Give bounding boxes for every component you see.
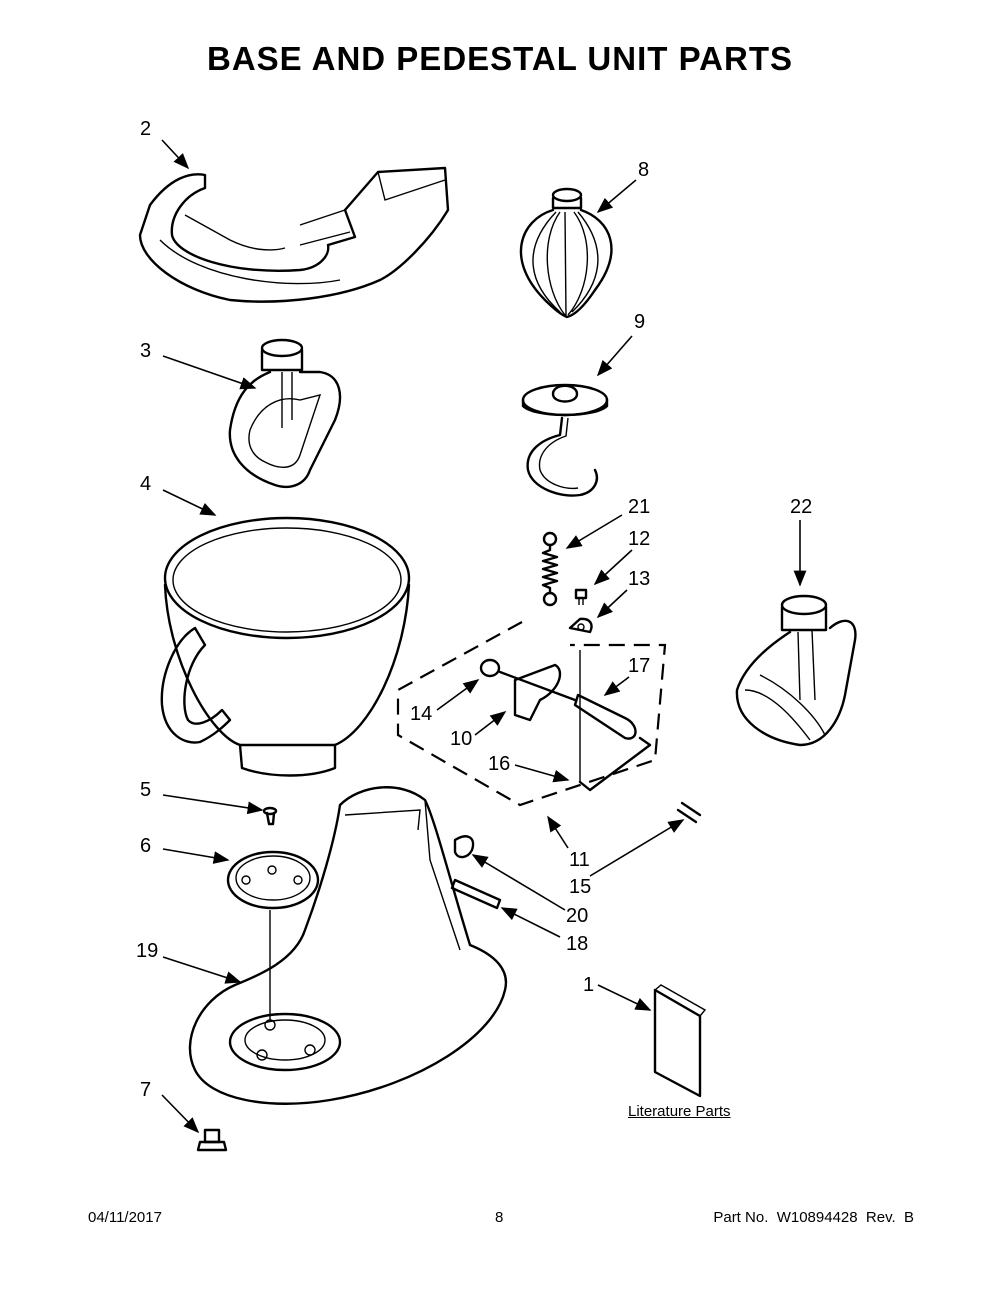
flat-beater-part[interactable]: [228, 338, 342, 489]
callout-6: 6: [140, 835, 151, 857]
rubber-foot-part[interactable]: [196, 1128, 228, 1152]
footer-page-number: 8: [495, 1209, 504, 1226]
page-title: BASE AND PEDESTAL UNIT PARTS: [207, 40, 793, 77]
footer-date: 04/11/2017: [88, 1209, 162, 1226]
mixing-bowl-part[interactable]: [160, 516, 411, 777]
literature-parts-booklet[interactable]: [653, 984, 707, 1098]
callout-18: 18: [566, 933, 588, 955]
spring-part[interactable]: [541, 531, 559, 607]
washer-part[interactable]: [568, 617, 593, 634]
callout-11: 11: [569, 849, 590, 871]
callout-14: 14: [410, 703, 432, 725]
literature-parts-label[interactable]: Literature Parts: [628, 1103, 731, 1120]
latch-part[interactable]: [453, 835, 475, 859]
footer-part-number: Part No. W10894428 Rev. B: [713, 1209, 914, 1226]
screw-part[interactable]: [574, 588, 588, 605]
callout-10: 10: [450, 728, 472, 750]
bowl-clamping-plate-part[interactable]: [226, 850, 320, 1020]
callout-17: 17: [628, 655, 650, 677]
callout-9: 9: [634, 311, 645, 333]
callout-20: 20: [566, 905, 588, 927]
callout-22: 22: [790, 496, 812, 518]
callout-2: 2: [140, 118, 151, 140]
callout-4: 4: [140, 473, 151, 495]
pedestal-base-part[interactable]: [188, 786, 508, 1105]
callout-5: 5: [140, 779, 151, 801]
hinge-assembly-outline: [396, 621, 667, 807]
callout-19: 19: [136, 940, 158, 962]
screw-part-5[interactable]: [262, 806, 278, 826]
callout-3: 3: [140, 340, 151, 362]
callout-16: 16: [488, 753, 510, 775]
dough-hook-part[interactable]: [521, 383, 609, 497]
callout-12: 12: [628, 528, 650, 550]
callout-13: 13: [628, 568, 650, 590]
callout-leader-lines: [161, 139, 807, 1134]
callout-numbers: 2 8 3 9 4 21 22 12 13 17 14 10 16 5 6 11…: [136, 118, 812, 1101]
hinge-pin-part[interactable]: [450, 878, 502, 910]
callout-21: 21: [628, 496, 650, 518]
flex-edge-beater-part[interactable]: [735, 594, 857, 747]
callout-7: 7: [140, 1079, 151, 1101]
wire-whip-part[interactable]: [519, 187, 613, 319]
callout-15: 15: [569, 876, 591, 898]
pouring-shield-part[interactable]: [138, 166, 450, 303]
callout-8: 8: [638, 159, 649, 181]
hinge-assembly-parts[interactable]: [479, 650, 702, 824]
callout-1: 1: [583, 974, 594, 996]
